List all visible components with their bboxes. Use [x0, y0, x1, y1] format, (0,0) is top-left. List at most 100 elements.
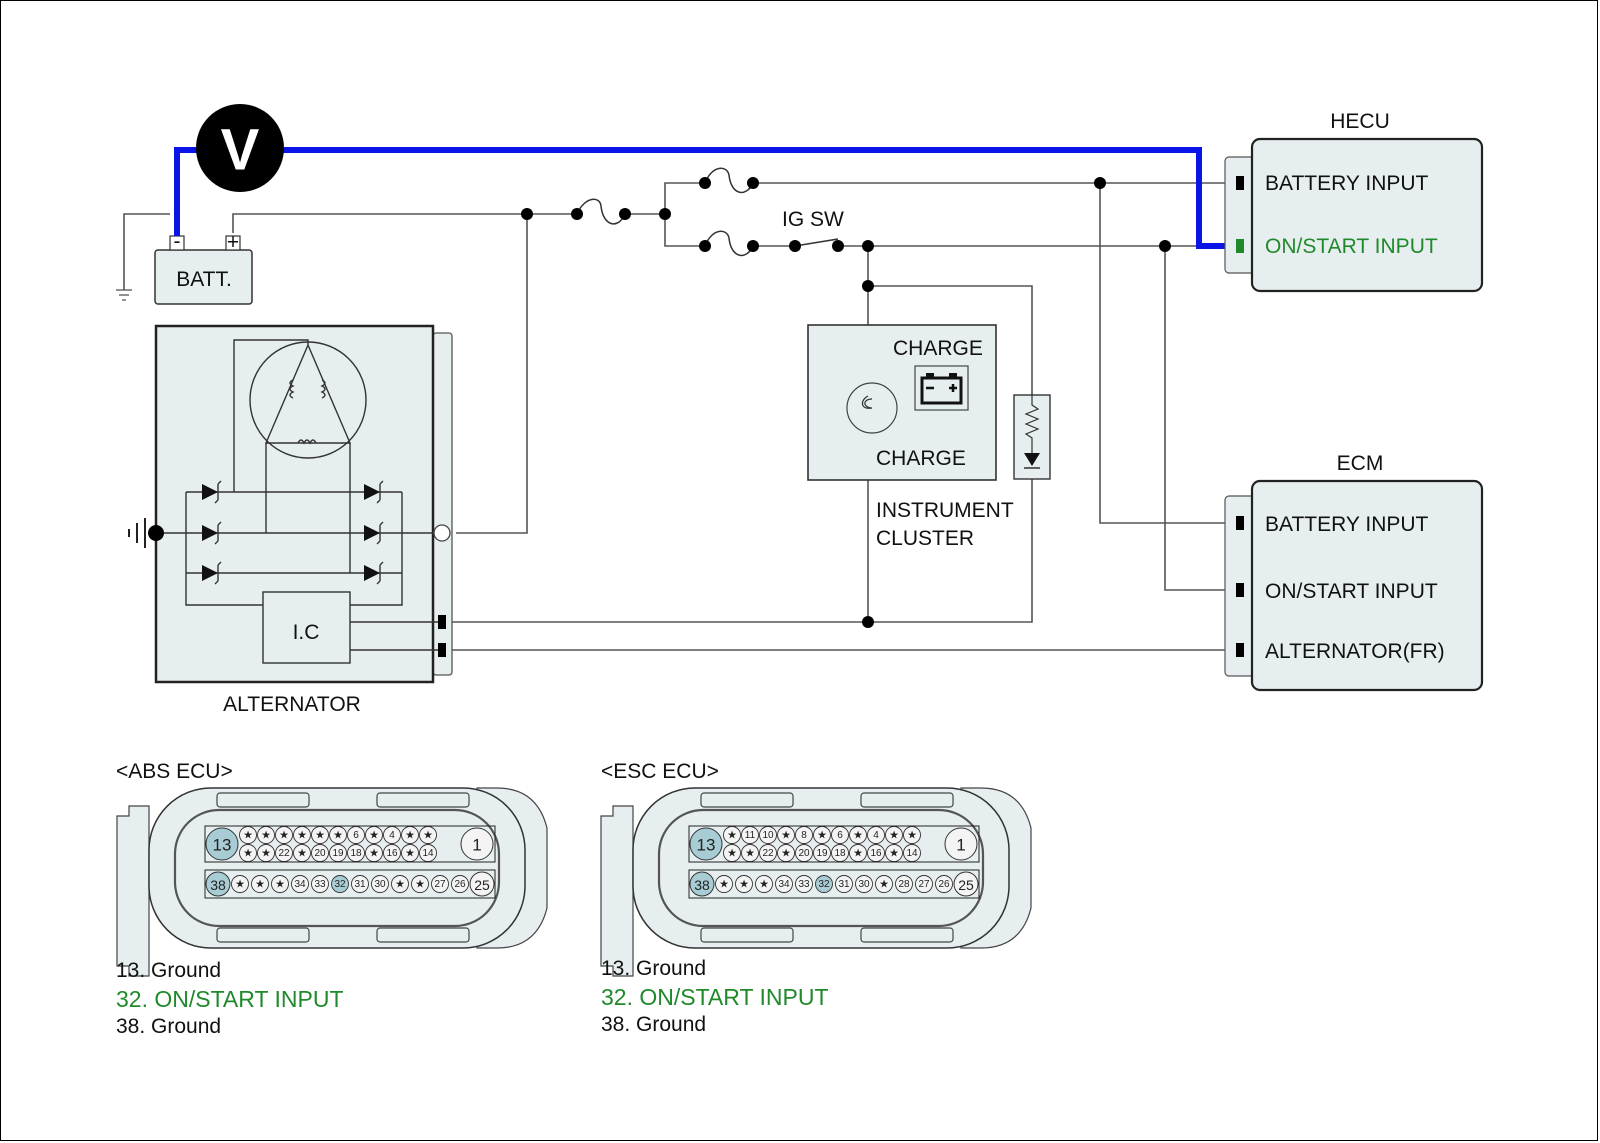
ecm-pin-label: ON/START INPUT	[1265, 580, 1438, 603]
pin-label: 31	[838, 879, 850, 890]
pin-label: 4	[389, 830, 395, 841]
fuse-battery-icon	[704, 167, 754, 194]
connector-slot	[860, 792, 954, 808]
fuse-branch	[664, 182, 705, 247]
pin-label: ★	[739, 879, 749, 891]
instrument-cluster: CHARGE CHARGE INSTRUMENT CLUSTER	[807, 324, 1051, 550]
pin	[371, 875, 389, 893]
pin-big	[689, 871, 715, 897]
alternator-l-pin	[438, 615, 446, 629]
pin	[311, 875, 329, 893]
ecm-pin-label: BATTERY INPUT	[1265, 513, 1429, 536]
junction-dot	[862, 616, 874, 628]
ecm-pin-label: ALTERNATOR(FR)	[1265, 640, 1445, 663]
battery-positive-sign: +	[227, 231, 239, 254]
pin-label: 28	[898, 879, 910, 890]
pin	[815, 875, 833, 893]
coil-icon	[320, 379, 326, 399]
battery-body	[154, 249, 253, 305]
pin-label: 14	[422, 848, 434, 859]
pin	[903, 844, 921, 862]
junction-dot	[521, 208, 533, 220]
alternator-b-terminal	[433, 524, 451, 542]
coil-icon	[289, 379, 295, 399]
battery-positive-terminal	[225, 235, 241, 251]
junction-dot	[619, 208, 631, 220]
junction-dot	[1094, 177, 1106, 189]
pin	[935, 875, 953, 893]
switch-blade-icon	[794, 238, 839, 247]
pin	[795, 844, 813, 862]
junction-dot	[862, 240, 874, 252]
pin	[329, 844, 347, 862]
pin	[331, 875, 349, 893]
battery-positive-wire	[232, 213, 527, 233]
pin-big	[205, 871, 231, 897]
pin	[365, 844, 383, 862]
junction-dot	[699, 240, 711, 252]
pin-label: 33	[798, 879, 810, 890]
pin-big	[460, 827, 494, 861]
hecu-pin-label-highlight: ON/START INPUT	[1265, 235, 1438, 258]
pin-label: ★	[423, 830, 433, 842]
pin-label: 6	[837, 830, 843, 841]
hecu-pin-onstart	[1236, 239, 1244, 253]
pin-label: 32	[334, 879, 346, 890]
pin-label: ★	[297, 848, 307, 860]
pin	[401, 826, 419, 844]
pin	[875, 875, 893, 893]
pin-label: 18	[350, 848, 362, 859]
pin-label: 25	[958, 877, 974, 893]
connector-latch	[116, 805, 150, 977]
pin-label: ★	[405, 830, 415, 842]
chassis-ground-icon	[128, 518, 164, 548]
diode-icon	[364, 565, 380, 581]
connector-slot	[700, 927, 794, 943]
pin	[257, 826, 275, 844]
pin	[257, 844, 275, 862]
pin-label: ★	[315, 830, 325, 842]
junction-dot	[659, 208, 671, 220]
pin-big	[205, 827, 239, 861]
pin-label: ★	[415, 879, 425, 891]
probe-wire	[174, 147, 1236, 249]
cluster-body	[807, 324, 997, 481]
diode-icon	[364, 525, 380, 541]
pin-label: 13	[213, 836, 232, 855]
pin-big	[953, 871, 979, 897]
pin	[867, 826, 885, 844]
pin-label: 4	[873, 830, 879, 841]
pin-label: ★	[889, 830, 899, 842]
pin-label: 31	[354, 879, 366, 890]
junction-dot	[571, 208, 583, 220]
pin-label: 22	[278, 848, 290, 859]
voltmeter-symbol: V	[221, 118, 260, 183]
connector-latch	[600, 805, 634, 977]
pin-label: 38	[210, 877, 226, 893]
ecm-body	[1250, 479, 1484, 692]
pin-label: ★	[759, 879, 769, 891]
pin-label: ★	[781, 848, 791, 860]
pin-label: 1	[956, 836, 965, 855]
pin-label: ★	[369, 830, 379, 842]
junction-dot	[747, 177, 759, 189]
legend-item: 13. Ground	[601, 957, 707, 980]
hecu-connector	[1224, 156, 1256, 274]
pin-label: ★	[745, 848, 755, 860]
pin	[329, 826, 347, 844]
pin	[775, 875, 793, 893]
pin-label: 1	[472, 836, 481, 855]
legend-item: 13. Ground	[116, 959, 222, 982]
bridge-rail	[185, 492, 263, 606]
pin	[855, 875, 873, 893]
connector-slot	[376, 927, 470, 943]
stator-lead	[233, 339, 309, 492]
pin-label: 26	[454, 879, 466, 890]
diode-icon	[202, 484, 218, 500]
pin	[383, 844, 401, 862]
pin-label: ★	[907, 830, 917, 842]
pin	[293, 826, 311, 844]
pin	[715, 875, 733, 893]
